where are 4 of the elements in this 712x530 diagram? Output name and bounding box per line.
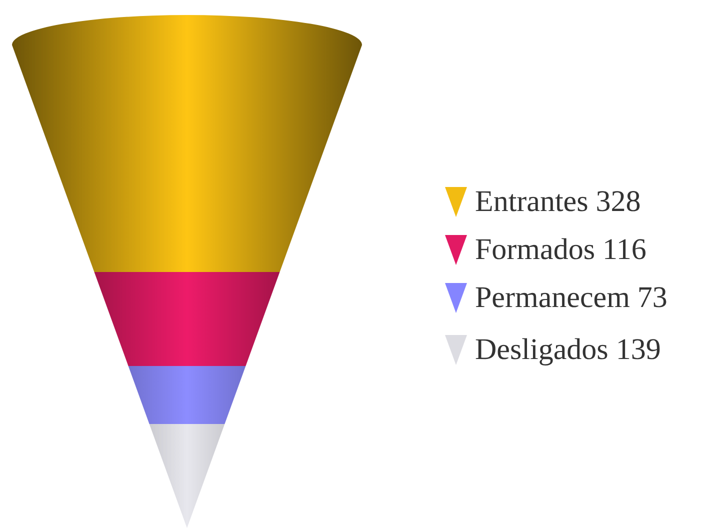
legend-label: Permanecem 73 — [475, 281, 668, 315]
legend-label: Formados 116 — [475, 233, 646, 267]
legend-label: Entrantes 328 — [475, 185, 641, 219]
legend-label: Desligados 139 — [475, 333, 661, 367]
